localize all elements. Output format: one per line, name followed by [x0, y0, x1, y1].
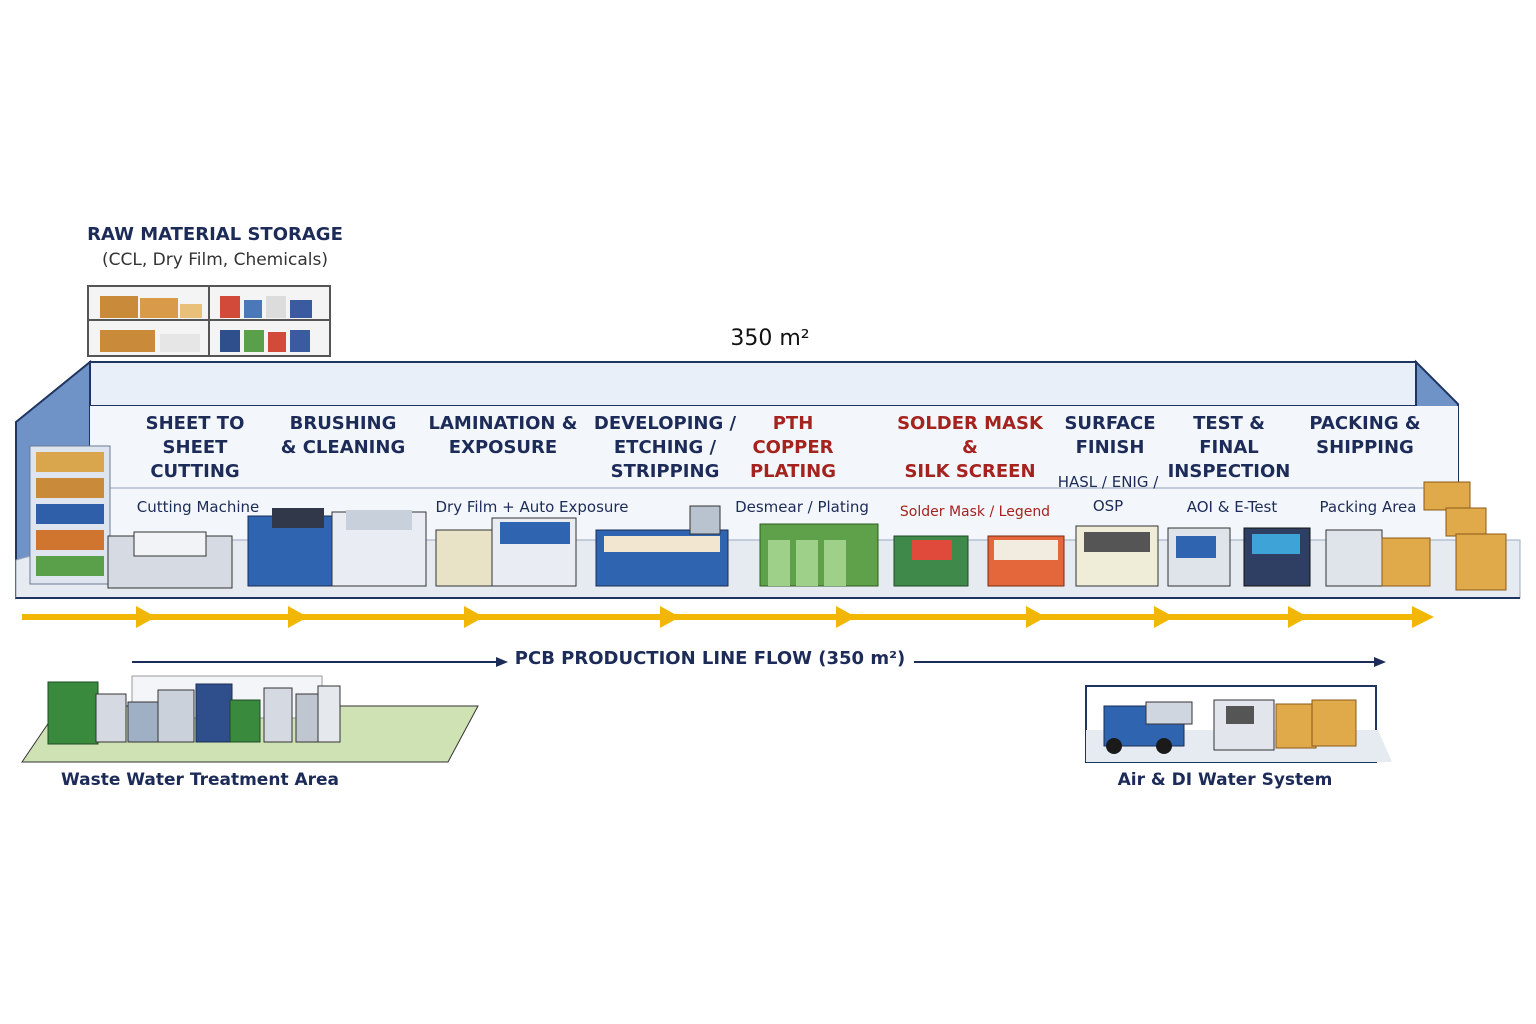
stage-sub-solder-mask: Solder Mask / Legend: [899, 504, 1051, 520]
waste-water-area: [21, 675, 479, 763]
stage-title-test: TEST & FINAL INSPECTION: [1167, 413, 1291, 482]
production-flow-label: PCB PRODUCTION LINE FLOW (350 m²): [514, 648, 906, 669]
stage-sub-pth: Desmear / Plating: [735, 498, 869, 516]
stage-title-pth: PTH COPPER PLATING: [749, 413, 836, 482]
air-di-water-area: [1085, 685, 1392, 763]
machines: [107, 481, 1507, 591]
stage-sub-test: AOI & E-Test: [1186, 498, 1278, 516]
flow-arrow: [22, 606, 1434, 628]
stage-title-solder-mask: SOLDER MASK & SILK SCREEN: [897, 413, 1043, 482]
stage-sub-cutting: Cutting Machine: [136, 498, 260, 516]
raw-storage-title: RAW MATERIAL STORAGE: [87, 224, 343, 245]
stage-sub-packing: Packing Area: [1319, 498, 1417, 516]
stage-title-lamination: LAMINATION & EXPOSURE: [428, 413, 578, 458]
stage-title-developing: DEVELOPING / ETCHING / STRIPPING: [593, 413, 737, 482]
stage-sub-surface-finish: HASL / ENIG / OSP: [1057, 473, 1159, 515]
inner-storage-rack: [29, 445, 111, 585]
air-di-water-label: Air & DI Water System: [1117, 770, 1333, 790]
waste-water-label: Waste Water Treatment Area: [60, 770, 340, 790]
area-label: 350 m²: [730, 326, 810, 351]
stage-title-brushing: BRUSHING & CLEANING: [280, 413, 406, 458]
raw-storage-shelf: [87, 285, 331, 357]
stage-title-cutting: SHEET TO SHEET CUTTING: [145, 413, 245, 482]
production-flow-line: [132, 657, 1386, 667]
stage-title-packing: PACKING & SHIPPING: [1309, 413, 1421, 458]
stage-sub-lamination: Dry Film + Auto Exposure: [435, 498, 629, 516]
raw-storage-subtitle: (CCL, Dry Film, Chemicals): [102, 250, 328, 270]
stage-title-surface-finish: SURFACE FINISH: [1064, 413, 1156, 458]
